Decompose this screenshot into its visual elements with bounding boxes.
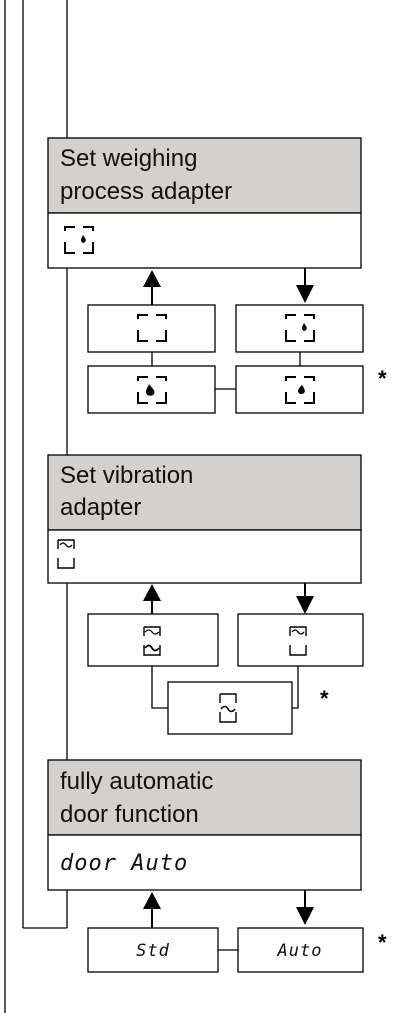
weighing-adapter-section: Set weighing process adapter bbox=[47, 137, 387, 414]
default-marker: * bbox=[320, 686, 329, 711]
vibration-light-icon bbox=[289, 626, 307, 656]
weighing-display bbox=[47, 212, 362, 269]
vibration-display bbox=[47, 529, 362, 584]
door-title-line1: fully automatic bbox=[60, 768, 213, 795]
door-display bbox=[47, 834, 362, 891]
vibration-medium-icon bbox=[219, 693, 237, 723]
weighing-option-small-drop[interactable] bbox=[235, 304, 364, 353]
vibration-strong-icon bbox=[143, 626, 161, 656]
weighing-title-line2: process adapter bbox=[60, 178, 232, 205]
door-title-line2: door function bbox=[60, 801, 199, 828]
small-drop-icon bbox=[285, 314, 315, 342]
vibration-current-icon bbox=[57, 539, 75, 569]
door-function-section: fully automatic door function door Auto … bbox=[47, 759, 387, 973]
door-option-std-label: Std bbox=[136, 941, 170, 961]
vibration-option-medium[interactable] bbox=[167, 681, 293, 735]
door-display-value: door Auto bbox=[60, 851, 188, 876]
weighing-title-line1: Set weighing bbox=[60, 145, 197, 172]
door-option-auto[interactable] bbox=[237, 927, 364, 973]
up-arrow-icon bbox=[143, 270, 161, 287]
down-arrow-icon bbox=[296, 596, 314, 614]
down-arrow-icon bbox=[296, 285, 314, 303]
down-arrow-icon bbox=[296, 907, 314, 925]
door-option-auto-label: Auto bbox=[277, 941, 323, 961]
vibration-option-light[interactable] bbox=[237, 613, 364, 667]
vibration-adapter-section: Set vibration adapter * bbox=[47, 454, 364, 735]
vibration-option-strong[interactable] bbox=[87, 613, 219, 667]
vibration-title-line1: Set vibration bbox=[60, 462, 193, 489]
weighing-option-no-drop[interactable] bbox=[87, 304, 216, 353]
medium-drop-icon bbox=[285, 376, 315, 404]
up-arrow-icon bbox=[143, 584, 161, 601]
up-arrow-icon bbox=[143, 892, 161, 909]
vibration-title-line2: adapter bbox=[60, 494, 141, 521]
vibration-header bbox=[47, 454, 362, 531]
large-drop-icon bbox=[137, 376, 167, 404]
door-header bbox=[47, 759, 362, 836]
door-option-std[interactable] bbox=[87, 927, 219, 973]
weighing-current-icon bbox=[64, 226, 94, 254]
flow-rails bbox=[4, 0, 68, 1013]
default-marker: * bbox=[378, 930, 387, 955]
default-marker: * bbox=[378, 366, 387, 391]
